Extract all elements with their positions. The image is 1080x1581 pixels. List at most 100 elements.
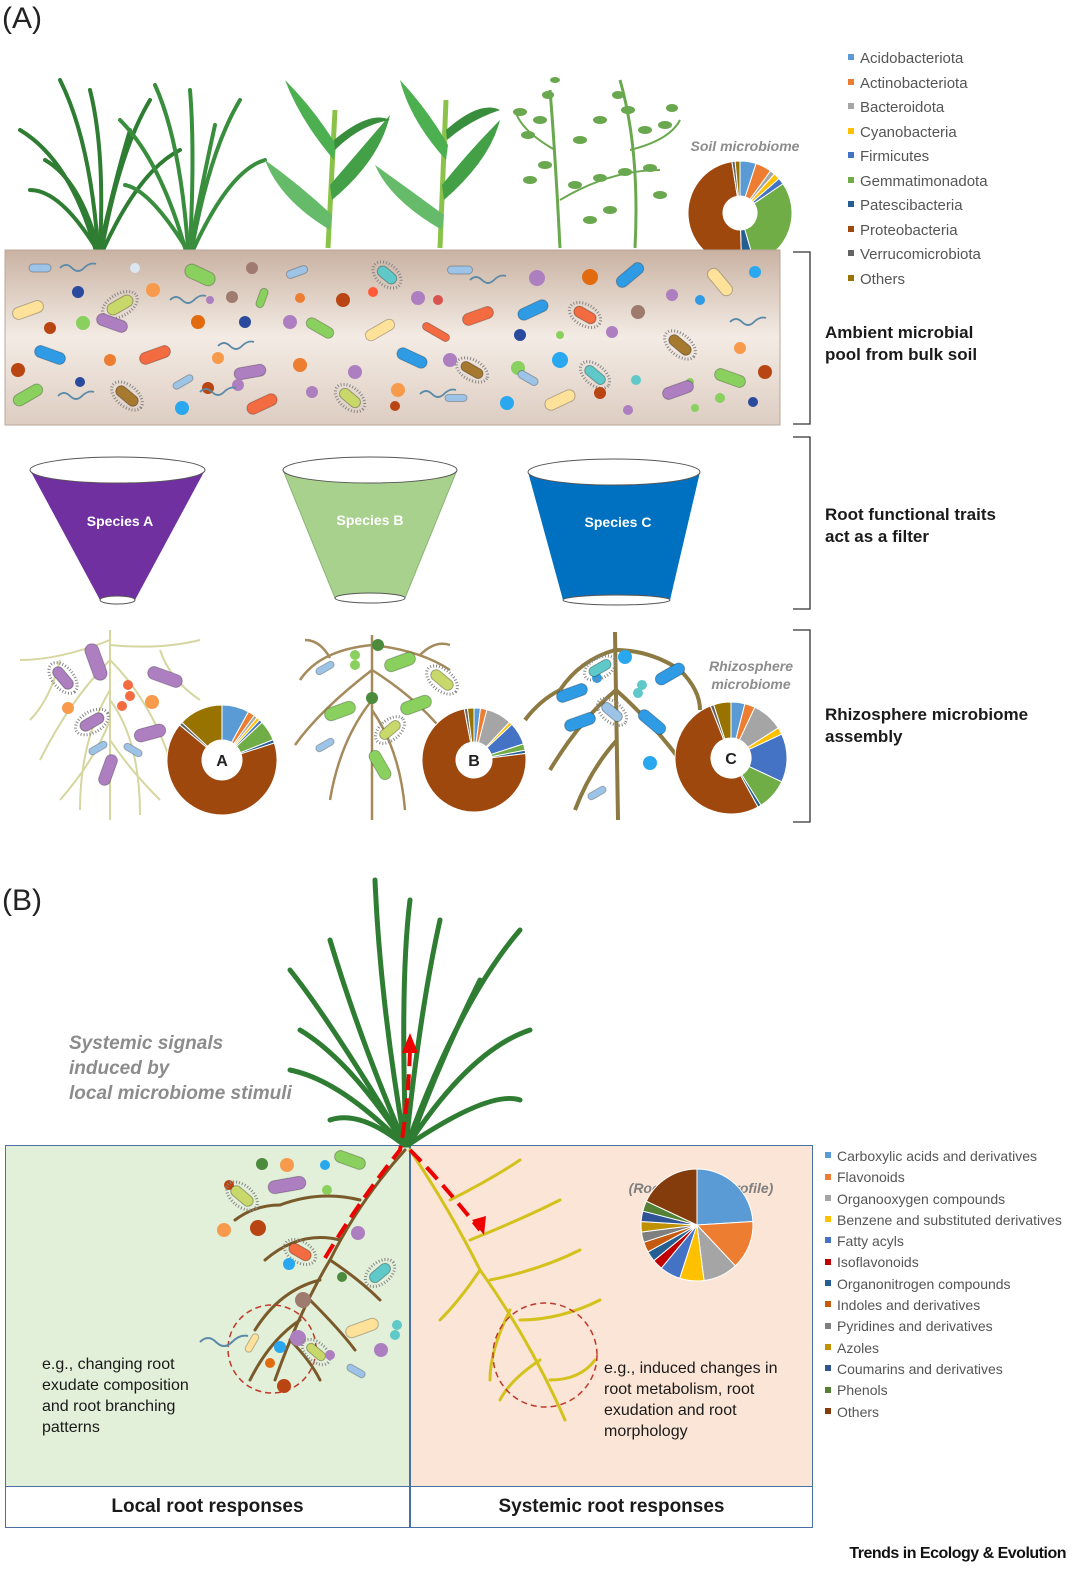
legend-item: Patescibacteria xyxy=(848,194,988,219)
rod-microbe-icon xyxy=(615,262,645,288)
legend-label: Bacteroidota xyxy=(860,99,945,116)
rod-microbe-icon xyxy=(345,1317,379,1339)
rod-microbe-icon xyxy=(637,709,667,735)
coccus-microbe-icon xyxy=(322,1185,332,1195)
legend-item: Benzene and substituted derivatives xyxy=(825,1210,1062,1231)
funnel-label-a: Species A xyxy=(87,513,153,529)
legend-swatch xyxy=(825,1343,831,1350)
coccus-microbe-icon xyxy=(44,322,56,334)
coccus-microbe-icon xyxy=(145,695,159,709)
legend-item: Acidobacteriota xyxy=(848,47,988,72)
coccus-microbe-icon xyxy=(691,404,699,412)
coccus-microbe-icon xyxy=(206,296,214,304)
legend-item: Azoles xyxy=(825,1338,1062,1359)
coccus-microbe-icon xyxy=(606,326,618,338)
coccus-microbe-icon xyxy=(75,377,85,387)
rod-microbe-icon xyxy=(376,265,398,285)
rod-microbe-icon xyxy=(123,742,143,758)
coccus-microbe-icon xyxy=(76,316,90,330)
systemic-focus-circle xyxy=(492,1302,598,1408)
coccus-microbe-icon xyxy=(212,352,224,364)
donut-hole xyxy=(202,740,242,780)
coccus-microbe-icon xyxy=(337,1272,347,1282)
local-root-responses-label: Local root responses xyxy=(5,1486,410,1528)
local-response-box xyxy=(5,1145,410,1487)
coccus-microbe-icon xyxy=(695,295,705,305)
grass-shoot-icon xyxy=(287,877,533,1148)
flagellate-microbe-icon xyxy=(371,260,403,290)
coccus-microbe-icon xyxy=(175,401,189,415)
coccus-microbe-icon xyxy=(232,379,244,391)
legend-swatch xyxy=(825,1280,831,1287)
flagellate-microbe-icon xyxy=(363,1257,397,1289)
donut-slice xyxy=(166,724,278,816)
coccus-microbe-icon xyxy=(104,354,116,366)
coccus-microbe-icon xyxy=(556,331,564,339)
legend-label: Actinobacteriota xyxy=(860,74,968,92)
legend-swatch xyxy=(825,1152,831,1159)
legend-swatch xyxy=(825,1237,831,1244)
legend-item: Phenols xyxy=(825,1380,1062,1401)
coccus-microbe-icon xyxy=(391,383,405,397)
spirochete-icon xyxy=(729,316,767,326)
coccus-microbe-icon xyxy=(734,342,746,354)
legend-label: Others xyxy=(837,1403,880,1420)
donut-label-b: B xyxy=(468,753,480,770)
rod-microbe-icon xyxy=(368,749,392,781)
rod-microbe-icon xyxy=(556,683,588,703)
rod-microbe-icon xyxy=(96,313,128,333)
flagellate-microbe-icon xyxy=(663,329,697,361)
systemic-root-icon xyxy=(408,1148,602,1422)
legend-label: Acidobacteriota xyxy=(860,50,964,67)
soil-microbiome-label: Soil microbiome xyxy=(691,138,800,154)
legend-swatch xyxy=(825,1386,831,1393)
legend-item: Cyanobacteria xyxy=(848,121,988,146)
rod-microbe-icon xyxy=(285,265,309,279)
coccus-microbe-icon xyxy=(11,363,25,377)
flagellate-microbe-icon xyxy=(101,290,139,320)
flagellate-microbe-icon xyxy=(595,697,629,727)
legend-label: Fatty acyls xyxy=(837,1233,904,1250)
coccus-microbe-icon xyxy=(643,756,657,770)
legend-item: Indoles and derivatives xyxy=(825,1295,1062,1316)
legend-item: Gemmatimonadota xyxy=(848,170,988,195)
coccus-microbe-icon xyxy=(274,1341,286,1353)
systemic-signal-arrows xyxy=(323,1049,482,1260)
coccus-microbe-icon xyxy=(350,660,360,670)
journal-name: Trends in Ecology & Evolution xyxy=(849,1545,1066,1562)
systemic-root-responses-label: Systemic root responses xyxy=(410,1486,813,1528)
rod-microbe-icon xyxy=(584,365,606,385)
corn-plant-icon xyxy=(265,80,500,249)
rod-microbe-icon xyxy=(517,299,549,321)
donut-hole xyxy=(723,196,757,230)
legend-label: Patescibacteria xyxy=(860,197,963,214)
rod-microbe-icon xyxy=(421,322,451,342)
soil-microbiome-donut xyxy=(687,160,793,266)
donut-slice xyxy=(696,1168,754,1226)
rod-microbe-icon xyxy=(444,394,468,402)
coccus-microbe-icon xyxy=(256,1158,268,1170)
donut-label-a: A xyxy=(216,753,228,770)
panel-b-artwork: (Root exudate profile) xyxy=(199,877,774,1422)
legend-swatch xyxy=(825,1258,831,1265)
flagellate-microbe-icon xyxy=(47,661,79,695)
rod-microbe-icon xyxy=(369,1262,391,1284)
flagellate-microbe-icon xyxy=(454,356,490,384)
coccus-microbe-icon xyxy=(325,1350,335,1360)
bracket-lines xyxy=(793,251,811,823)
legend-label: Organooxygen compounds xyxy=(837,1190,1006,1207)
rod-microbe-icon xyxy=(334,1150,366,1170)
flagellate-microbe-icon xyxy=(373,715,407,745)
coccus-microbe-icon xyxy=(265,1358,275,1368)
rod-microbe-icon xyxy=(288,1242,312,1262)
coccus-microbe-icon xyxy=(618,650,632,664)
coccus-microbe-icon xyxy=(666,289,678,301)
legend-label: Benzene and substituted derivatives xyxy=(837,1211,1062,1228)
rod-microbe-icon xyxy=(396,347,428,369)
rod-microbe-icon xyxy=(244,1333,260,1353)
arrow-down-icon xyxy=(472,1216,486,1235)
spirochete-icon xyxy=(57,390,95,400)
coccus-microbe-icon xyxy=(594,387,606,399)
rod-microbe-icon xyxy=(84,643,108,681)
